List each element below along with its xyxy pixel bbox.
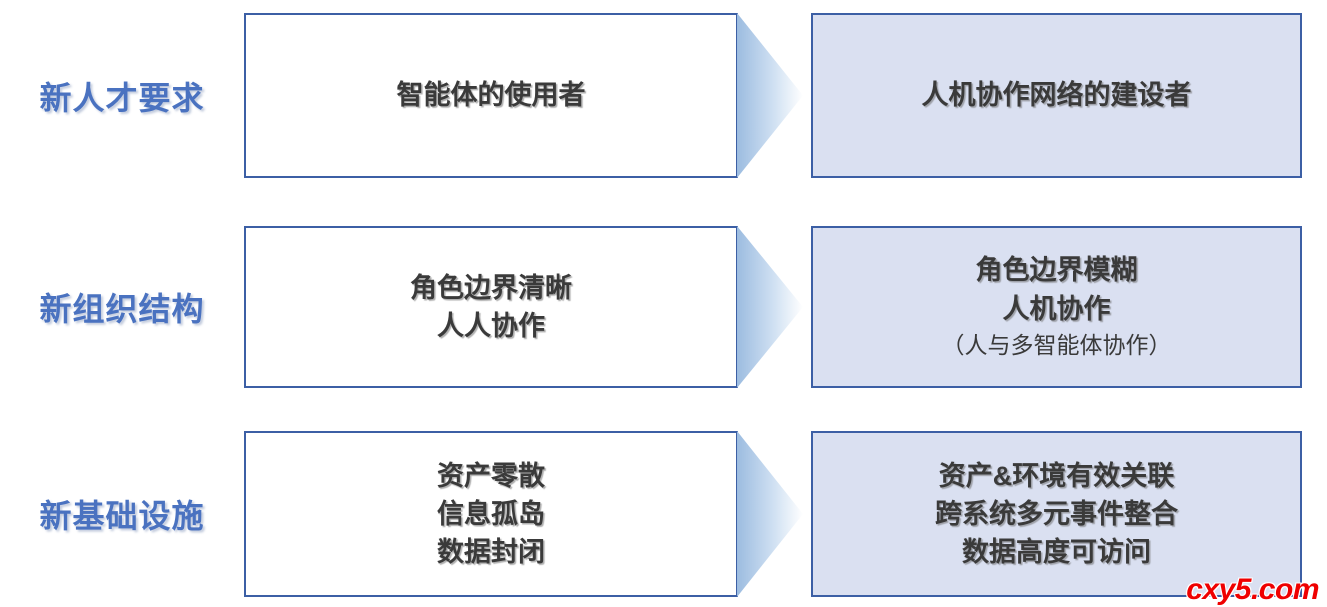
future-state-line: 跨系统多元事件整合 bbox=[935, 498, 1178, 529]
site-watermark: cxy5.com bbox=[1186, 573, 1320, 607]
category-label-new-talent-requirement: 新人才要求 bbox=[39, 79, 205, 116]
current-state-line: 信息孤岛 bbox=[437, 498, 545, 529]
category-label-new-infrastructure: 新基础设施 bbox=[39, 498, 205, 534]
future-state-box-row-3: 资产&环境有效关联 跨系统多元事件整合 数据高度可访问 bbox=[811, 431, 1302, 597]
transition-arrow-icon-row-3 bbox=[737, 431, 803, 597]
current-state-box-row-2: 角色边界清晰 人人协作 bbox=[244, 226, 738, 388]
current-state-line: 数据封闭 bbox=[437, 537, 545, 568]
future-state-box-row-2: 角色边界模糊 人机协作 （人与多智能体协作） bbox=[811, 226, 1302, 388]
current-state-line: 智能体的使用者 bbox=[396, 80, 586, 111]
future-state-line: 人机协作 bbox=[1002, 293, 1111, 324]
future-state-line: 数据高度可访问 bbox=[962, 537, 1151, 568]
future-state-line: 人机协作网络的建设者 bbox=[921, 80, 1192, 111]
current-state-box-row-3: 资产零散 信息孤岛 数据封闭 bbox=[244, 431, 738, 597]
transition-arrow-icon-row-1 bbox=[737, 13, 803, 178]
future-state-line: 角色边界模糊 bbox=[975, 255, 1138, 286]
comparison-row-1: 新人才要求 智能体的使用者 人机协作网络的建设者 bbox=[0, 13, 1327, 178]
future-state-note: （人与多智能体协作） bbox=[941, 332, 1172, 359]
current-state-line: 人人协作 bbox=[437, 311, 545, 341]
future-state-line: 资产&环境有效关联 bbox=[938, 460, 1175, 491]
comparison-row-2: 新组织结构 角色边界清晰 人人协作 角色边界模糊 人机协作 （人与多智能体协作） bbox=[0, 226, 1327, 388]
current-state-box-row-1: 智能体的使用者 bbox=[244, 13, 738, 178]
category-label-new-org-structure: 新组织结构 bbox=[39, 291, 205, 327]
comparison-row-3: 新基础设施 资产零散 信息孤岛 数据封闭 资产&环境有效关联 跨系统多元事件整合 bbox=[0, 431, 1327, 597]
future-state-box-row-1: 人机协作网络的建设者 bbox=[811, 13, 1302, 178]
current-state-line: 角色边界清晰 bbox=[410, 272, 572, 303]
transition-arrow-icon-row-2 bbox=[737, 226, 803, 388]
current-state-line: 资产零散 bbox=[437, 460, 545, 491]
